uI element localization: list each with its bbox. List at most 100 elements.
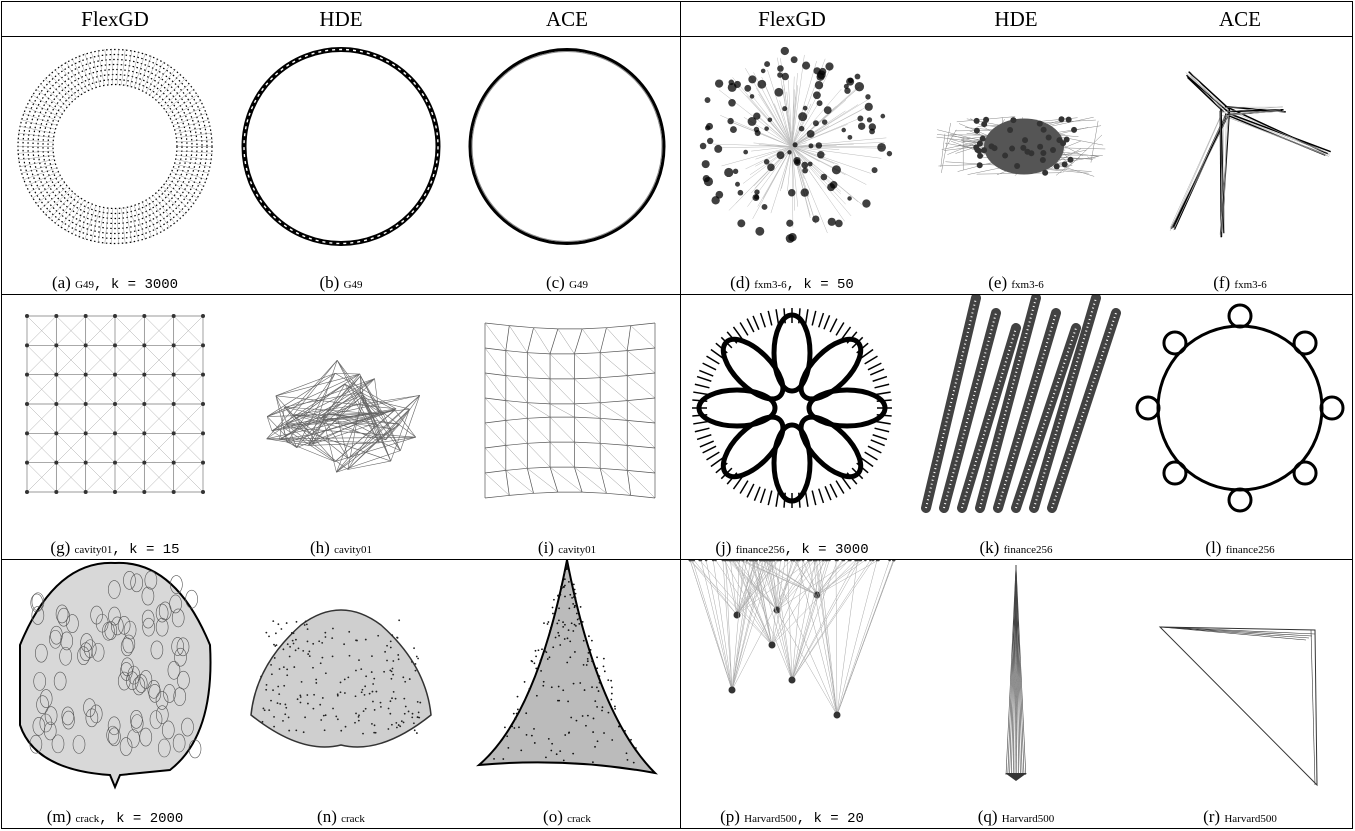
dataset-name: crack [75, 813, 99, 825]
dataset-name: fxm3-6 [1234, 279, 1266, 291]
graph-drawing-ring-thick [2, 37, 228, 272]
graph-drawing-petals [680, 295, 904, 537]
dataset-name: G49 [75, 279, 94, 291]
graph-drawing-mound [228, 560, 454, 806]
panel: (f) fxm3-6 [1128, 37, 1352, 294]
graph-drawing-mesh-warp [454, 295, 680, 537]
panel-caption: (o) crack [454, 807, 680, 827]
k-value: , k = 50 [787, 277, 854, 293]
panel-label: (k) [980, 538, 1004, 557]
column-header-flexgd: FlexGD [2, 4, 228, 34]
graph-drawing-cluster-disk [680, 37, 904, 272]
panel: (p) Harvard500, k = 20 [680, 560, 904, 828]
panel-label: (b) [319, 273, 343, 292]
panel: (o) crack [454, 560, 680, 828]
panel-label: (d) [730, 273, 754, 292]
dataset-name: cavity01 [74, 544, 112, 556]
graph-drawing-spike [904, 560, 1128, 806]
panel-caption: (j) finance256, k = 3000 [680, 538, 904, 558]
panel: (h) cavity01 [228, 295, 454, 559]
graph-drawing-ring-thin [228, 37, 454, 272]
graph-drawing-triangle [454, 560, 680, 806]
graph-drawing-shell [2, 560, 228, 806]
dataset-name: Harvard500 [744, 813, 797, 825]
panel: (b) G49 [228, 37, 454, 294]
graph-drawing-cluster-blob [904, 37, 1128, 272]
panel: (j) finance256, k = 3000 [680, 295, 904, 559]
column-header-ace: ACE [1128, 4, 1352, 34]
panel-caption: (l) finance256 [1128, 538, 1352, 558]
panel: (g) cavity01, k = 15 [2, 295, 228, 559]
panel-label: (j) [715, 538, 735, 557]
dataset-name: G49 [569, 279, 588, 291]
panel-label: (g) [50, 538, 74, 557]
dataset-name: finance256 [1004, 544, 1053, 556]
panel-caption: (k) finance256 [904, 538, 1128, 558]
graph-drawing-wedge [1128, 560, 1352, 806]
graph-drawing-ring-line [454, 37, 680, 272]
dataset-name: cavity01 [558, 544, 596, 556]
dataset-name: Harvard500 [1224, 813, 1277, 825]
panel-caption: (b) G49 [228, 273, 454, 293]
column-header-hde: HDE [904, 4, 1128, 34]
column-header-hde: HDE [228, 4, 454, 34]
panel-label: (h) [310, 538, 334, 557]
panel: (q) Harvard500 [904, 560, 1128, 828]
graph-drawing-spiky-lines [1128, 37, 1352, 272]
panel-caption: (r) Harvard500 [1128, 807, 1352, 827]
dataset-name: fxm3-6 [1011, 279, 1043, 291]
panel: (l) finance256 [1128, 295, 1352, 559]
panel-caption: (m) crack, k = 2000 [2, 807, 228, 827]
dataset-name: cavity01 [334, 544, 372, 556]
panel: (c) G49 [454, 37, 680, 294]
dataset-name: fxm3-6 [754, 279, 786, 291]
panel: (d) fxm3-6, k = 50 [680, 37, 904, 294]
panel-label: (q) [978, 807, 1002, 826]
k-value: , k = 15 [112, 542, 179, 558]
dataset-name: Harvard500 [1002, 813, 1055, 825]
panel-label: (n) [317, 807, 341, 826]
panel-label: (c) [546, 273, 569, 292]
panel: (i) cavity01 [454, 295, 680, 559]
panel-caption: (n) crack [228, 807, 454, 827]
panel: (r) Harvard500 [1128, 560, 1352, 828]
graph-drawing-mesh-dome [228, 295, 454, 537]
panel-caption: (h) cavity01 [228, 538, 454, 558]
column-header-ace: ACE [454, 4, 680, 34]
panel-caption: (g) cavity01, k = 15 [2, 538, 228, 558]
panel: (n) crack [228, 560, 454, 828]
graph-drawing-strands [904, 295, 1128, 537]
panel-caption: (e) fxm3-6 [904, 273, 1128, 293]
panel-label: (o) [543, 807, 567, 826]
panel: (a) G49, k = 3000 [2, 37, 228, 294]
graph-drawing-sparse-graph [680, 560, 904, 806]
dataset-name: G49 [344, 279, 363, 291]
panel: (e) fxm3-6 [904, 37, 1128, 294]
panel-label: (l) [1205, 538, 1225, 557]
panel-label: (i) [538, 538, 558, 557]
panel-caption: (d) fxm3-6, k = 50 [680, 273, 904, 293]
k-value: , k = 20 [797, 811, 864, 827]
panel-label: (f) [1213, 273, 1234, 292]
panel-label: (p) [720, 807, 744, 826]
panel-caption: (q) Harvard500 [904, 807, 1128, 827]
panel-caption: (c) G49 [454, 273, 680, 293]
graph-drawing-grid-square [2, 295, 228, 537]
panel-caption: (f) fxm3-6 [1128, 273, 1352, 293]
k-value: , k = 3000 [94, 277, 178, 293]
graph-drawing-ring-lobes [1128, 295, 1352, 537]
panel-label: (r) [1203, 807, 1224, 826]
panel-label: (a) [52, 273, 75, 292]
dataset-name: finance256 [736, 544, 785, 556]
dataset-name: crack [341, 813, 365, 825]
dataset-name: finance256 [1226, 544, 1275, 556]
dataset-name: crack [567, 813, 591, 825]
panel-label: (m) [47, 807, 76, 826]
panel-label: (e) [988, 273, 1011, 292]
panel-caption: (a) G49, k = 3000 [2, 273, 228, 293]
panel: (m) crack, k = 2000 [2, 560, 228, 828]
panel-caption: (i) cavity01 [454, 538, 680, 558]
panel-caption: (p) Harvard500, k = 20 [680, 807, 904, 827]
panel: (k) finance256 [904, 295, 1128, 559]
